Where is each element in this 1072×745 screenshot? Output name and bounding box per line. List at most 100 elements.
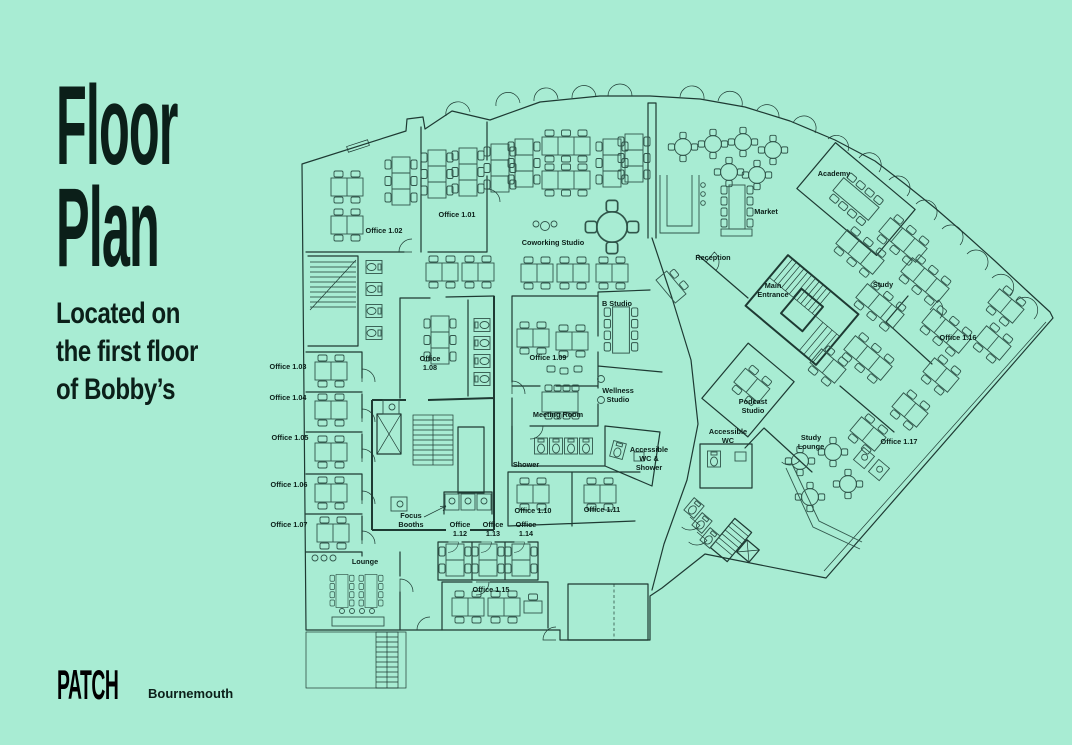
- room-label-focus-booths-2: Booths: [398, 520, 423, 529]
- room-label-study-lounge-2: Lounge: [798, 442, 824, 451]
- focus-booths-arrow: [423, 505, 447, 518]
- communal-round-table: [584, 199, 640, 255]
- room-label-podcast-studio-2: Studio: [742, 406, 765, 415]
- desk-cluster: [844, 410, 892, 458]
- wc-stall: [365, 282, 383, 296]
- lounge-table: [832, 468, 864, 500]
- main-entrance-stair: [744, 254, 860, 366]
- desk-cluster: [595, 256, 629, 290]
- wc-stall: [365, 304, 383, 318]
- room-label-academy: Academy: [818, 169, 851, 178]
- stair-treads-topleft: [309, 259, 357, 311]
- wc-stall: [683, 497, 705, 519]
- wc-stall: [473, 372, 491, 386]
- stool: [700, 191, 706, 197]
- subtitle-line1: Located on: [56, 297, 181, 330]
- stool: [339, 608, 345, 614]
- room-label-study: Study: [873, 280, 894, 289]
- lounge-table: [358, 574, 384, 608]
- outer-wall: [301, 95, 1054, 641]
- room-label-main-entrance-2: Entrance: [757, 290, 788, 299]
- office-110-111-walls: [507, 471, 641, 527]
- market-counter: [720, 228, 753, 237]
- room-label-office-1-03: Office 1.03: [270, 362, 307, 371]
- chair: [559, 367, 569, 375]
- desk-cluster: [438, 543, 472, 577]
- room-label-podcast-studio-1: Podcast: [739, 397, 768, 406]
- stool: [359, 608, 365, 614]
- furniture: [311, 126, 1030, 627]
- lounge-table: [329, 574, 355, 608]
- fan-partition-walls: [697, 254, 933, 473]
- core-walls: [371, 296, 495, 531]
- stool: [700, 200, 706, 206]
- room-label-accessible-wc-shower-3: Shower: [636, 463, 663, 472]
- desk-cluster: [330, 170, 364, 204]
- room-label-office-1-13-2: 1.13: [486, 529, 500, 538]
- room-label-office-1-08-2: 1.08: [423, 363, 437, 372]
- room-label-office-1-13-1: Office: [483, 520, 504, 529]
- subtitle-line3: of Bobby’s: [56, 373, 176, 406]
- room-label-office-1-16: Office 1.16: [940, 333, 977, 342]
- room-label-accessible-wc-shower-1: Accessible: [630, 445, 668, 454]
- desk-cluster: [487, 590, 521, 624]
- study-lounge-stair: [709, 517, 753, 563]
- wellness-fixture: [597, 375, 605, 383]
- lounge-counter: [331, 616, 385, 627]
- cafe-table: [667, 131, 699, 163]
- decor-circle: [311, 554, 319, 562]
- room-label-wellness-studio-2: Studio: [607, 395, 630, 404]
- desk: [523, 593, 543, 614]
- page-title: Floor Plan: [56, 70, 326, 284]
- shower-stall: [534, 437, 548, 455]
- market-table: [720, 184, 754, 230]
- desk-cluster: [451, 147, 485, 197]
- academy-room: [796, 141, 916, 257]
- decor-circle: [540, 221, 550, 231]
- lift-cross: [376, 413, 402, 455]
- window-marker: [346, 139, 370, 153]
- focus-booth: [476, 493, 492, 511]
- wc-stall: [473, 336, 491, 350]
- desk-cluster: [314, 476, 348, 510]
- room-label-office-1-14-1: Office: [516, 520, 537, 529]
- desk-cluster: [516, 321, 550, 355]
- cafe-table: [697, 128, 729, 160]
- room-label-office-1-15: Office 1.15: [473, 585, 510, 594]
- wc-stall: [609, 440, 627, 460]
- bay-windows: [445, 83, 1038, 320]
- decor-circle: [329, 554, 337, 562]
- shower-stall: [549, 437, 563, 455]
- stair-room-topleft: [307, 255, 359, 347]
- meeting-table: [541, 384, 580, 420]
- room-labels: Office 1.02 Office 1.01 Coworking Studio…: [270, 169, 977, 594]
- subtitle-line2: the first floor: [56, 335, 198, 368]
- office-115-walls: [441, 581, 549, 631]
- core-stair: [412, 414, 454, 466]
- shower-stall: [579, 437, 593, 455]
- room-label-office-1-08-1: Office: [420, 354, 441, 363]
- wc-stall: [707, 450, 721, 468]
- building-walls: [301, 83, 1054, 689]
- reception-desk: [659, 175, 700, 234]
- room-label-accessible-wc-shower-2: WC &: [639, 454, 659, 463]
- wc-stall: [699, 527, 721, 549]
- desk-cluster: [425, 255, 459, 289]
- office-112-114-walls: [437, 541, 539, 581]
- reception-counter: [655, 268, 689, 304]
- room-label-office-1-01: Office 1.01: [439, 210, 476, 219]
- room-label-reception: Reception: [695, 253, 730, 262]
- stool: [369, 608, 375, 614]
- wc-stall: [473, 354, 491, 368]
- desk-cluster: [520, 256, 554, 290]
- desk-cluster: [314, 354, 348, 388]
- room-label-office-1-14-2: 1.14: [519, 529, 534, 538]
- desk-cluster: [420, 149, 454, 199]
- podcast-studio-room: [701, 342, 795, 438]
- focus-booth: [382, 399, 400, 415]
- room-label-office-1-17: Office 1.17: [881, 437, 918, 446]
- outer-wall-inner-line: [823, 321, 1047, 572]
- bottom-block: [567, 583, 649, 641]
- decor-circle: [532, 220, 540, 228]
